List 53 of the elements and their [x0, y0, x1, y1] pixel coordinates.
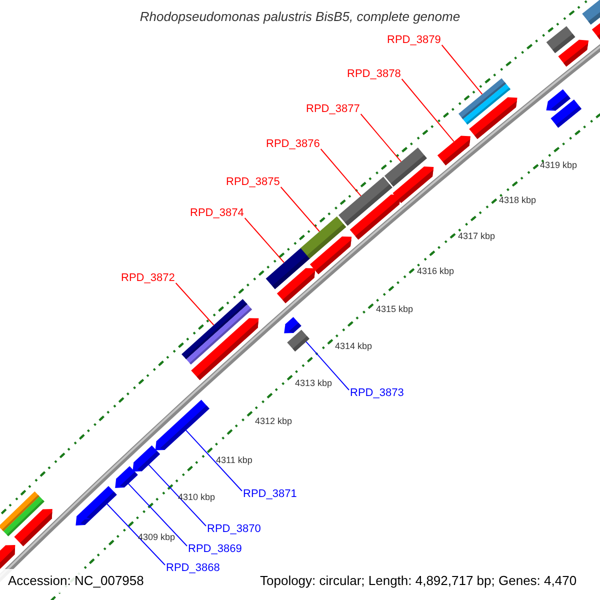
gene-label: RPD_3875 [226, 176, 280, 189]
scale-label: 4317 kbp [458, 231, 496, 242]
scale-label: 4319 kbp [540, 160, 578, 171]
gene-feature [0, 545, 16, 569]
leader-line [320, 148, 362, 196]
scale-label: 4318 kbp [499, 195, 536, 206]
scale-label: 4314 kbp [335, 341, 372, 352]
leader-line [360, 114, 402, 162]
gene-feature [82, 486, 117, 520]
gene-feature [546, 26, 589, 67]
leader-line [148, 464, 206, 526]
scale-label: 4316 kbp [417, 266, 454, 277]
gene-label: RPD_3869 [188, 543, 242, 556]
leader-line [175, 282, 214, 326]
gene-feature [300, 216, 352, 274]
gene-feature [284, 317, 310, 352]
gene-feature [266, 248, 316, 304]
gene-label: RPD_3868 [166, 562, 220, 575]
gene-label: RPD_3871 [243, 488, 297, 501]
leader-line [185, 430, 242, 492]
leader-line [401, 78, 454, 142]
gene-label: RPD_3870 [207, 523, 261, 536]
gene-label: RPD_3872 [121, 272, 175, 285]
leader-line [128, 483, 188, 546]
gene-feature [546, 89, 582, 128]
leader-line [306, 341, 350, 390]
gene-feature [338, 176, 400, 240]
gene-feature [437, 136, 470, 166]
leader-line [106, 503, 166, 566]
gene-feature [384, 148, 434, 203]
scale-label: 4313 kbp [295, 378, 332, 389]
scale-label: 4309 kbp [138, 532, 176, 543]
gene-label: RPD_3876 [266, 138, 320, 151]
gene-feature [582, 0, 600, 40]
scale-label: 4310 kbp [178, 492, 216, 503]
gene-label: RPD_3879 [387, 34, 441, 47]
leader-line [244, 218, 284, 263]
gene-feature [182, 299, 259, 380]
gene-label: RPD_3873 [350, 387, 404, 400]
gene-label: RPD_3878 [347, 68, 401, 81]
gene-feature [115, 466, 138, 488]
title: Rhodopseudomonas palustris BisB5, complete genome [138, 9, 462, 24]
scale-label: 4311 kbp [216, 455, 252, 466]
gene-feature [155, 400, 210, 450]
gene-label: RPD_3877 [306, 103, 360, 116]
gene-feature [0, 491, 52, 546]
gene-feature [458, 78, 518, 139]
gene-feature [132, 445, 160, 472]
scale-label: 4312 kbp [255, 416, 292, 427]
gene-label: RPD_3874 [190, 207, 244, 220]
leader-line [441, 44, 483, 95]
scale-label: 4315 kbp [376, 304, 414, 315]
leader-line [280, 186, 320, 232]
